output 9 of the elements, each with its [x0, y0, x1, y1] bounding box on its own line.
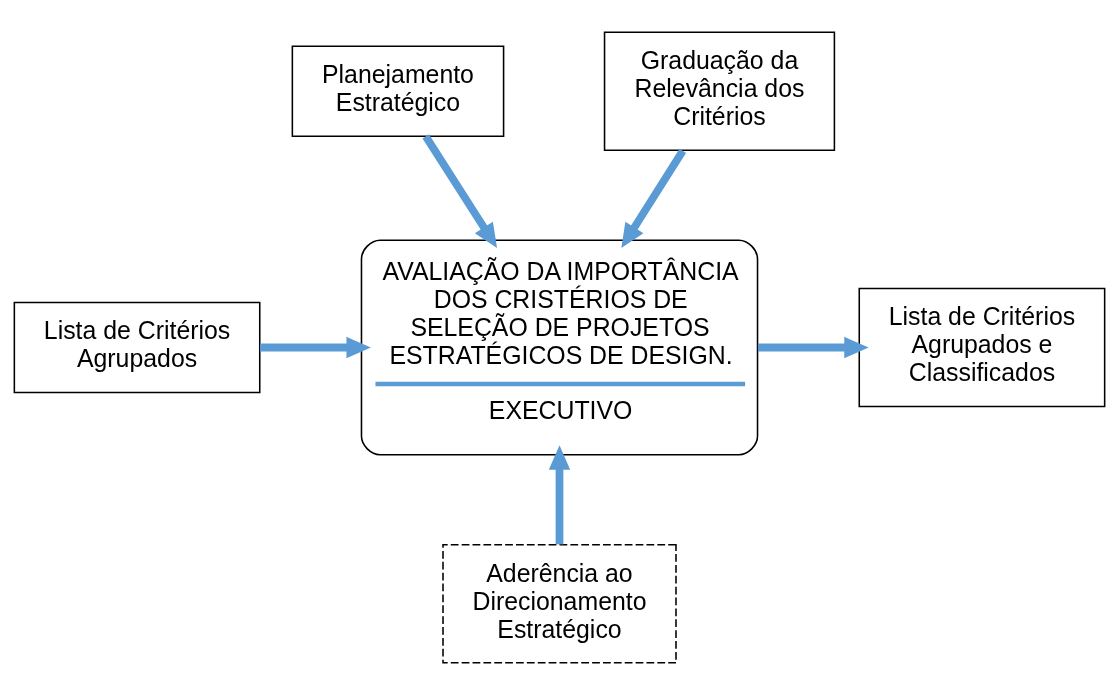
node-box: Aderência ao Direcionamento Estratégico — [442, 543, 677, 664]
node-box: Planejamento Estratégico — [291, 45, 505, 138]
arrow — [757, 336, 869, 359]
node-box: AVALIAÇÃO DA IMPORTÂNCIA DOS CRISTÉRIOS DE SELEÇÃO DE PROJETOS ESTRATÉGICOS DE DESIGN. EXECUTIVO — [360, 239, 759, 456]
arrow — [422, 134, 498, 248]
node-box: Graduação da Relevância dos Critérios — [603, 31, 836, 152]
node-box: Lista de Critérios Agrupados e Classificados — [858, 287, 1106, 408]
node-box: Lista de Critérios Agrupados — [13, 301, 261, 394]
arrow — [621, 148, 687, 249]
